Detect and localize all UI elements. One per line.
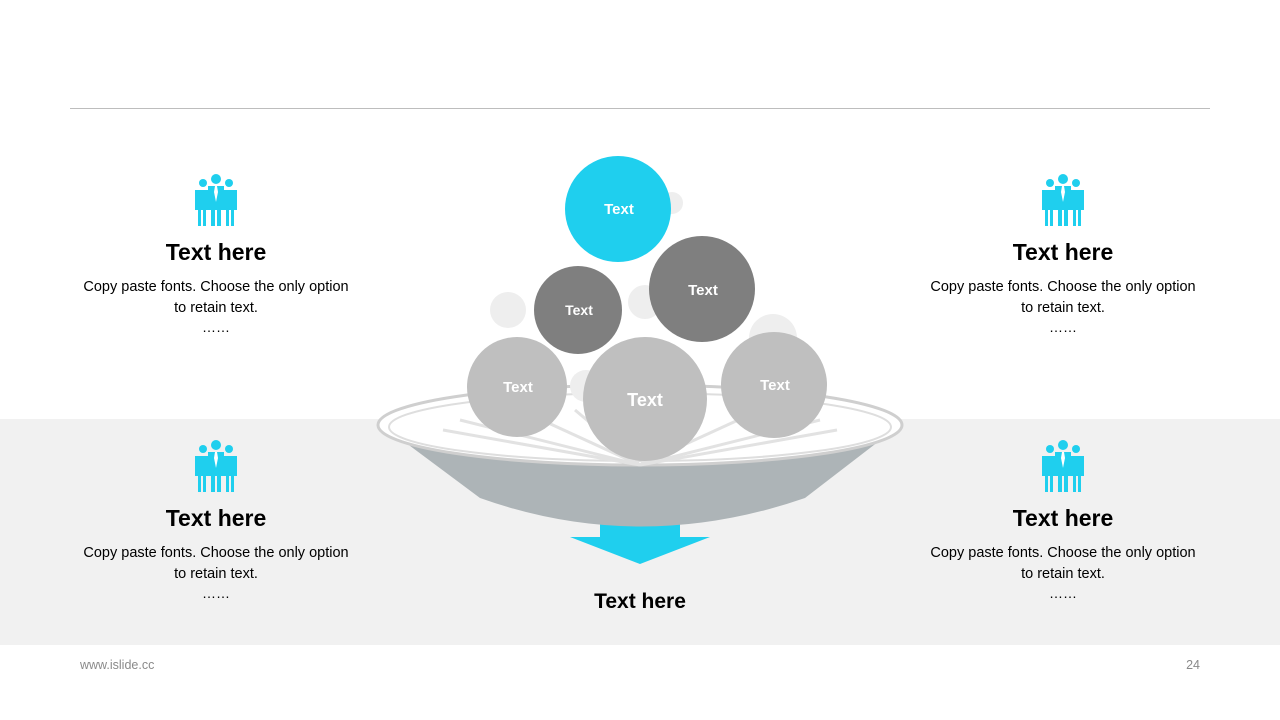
header-divider <box>70 108 1210 109</box>
info-block-bottom-right: Text here Copy paste fonts. Choose the o… <box>923 440 1203 601</box>
circle-low-left <box>467 337 567 437</box>
circle-mid-right <box>649 236 755 342</box>
block-title: Text here <box>1012 505 1114 531</box>
circle-label: Text <box>503 379 533 396</box>
info-block-top-left: Text here Copy paste fonts. Choose the o… <box>76 174 356 335</box>
block-description: Copy paste fonts. Choose the only option… <box>83 279 349 316</box>
block-description: Copy paste fonts. Choose the only option… <box>83 545 349 582</box>
circle-top <box>565 156 671 262</box>
block-ellipsis: …… <box>1049 319 1077 335</box>
funnel-output-title: Text here <box>594 590 686 613</box>
circle-label: Text <box>604 201 634 218</box>
block-title: Text here <box>1012 239 1114 265</box>
block-title: Text here <box>165 505 267 531</box>
footer-url: www.islide.cc <box>80 658 155 672</box>
circle-label: Text <box>627 390 663 410</box>
block-title: Text here <box>165 239 267 265</box>
info-block-bottom-left: Text here Copy paste fonts. Choose the o… <box>76 440 356 601</box>
circle-mid-left <box>534 266 622 354</box>
circle-low-right <box>721 332 827 438</box>
page-number: 24 <box>1186 658 1200 672</box>
info-block-top-right: Text here Copy paste fonts. Choose the o… <box>923 174 1203 335</box>
circle-label: Text <box>760 377 790 394</box>
block-ellipsis: …… <box>202 319 230 335</box>
circle-label: Text <box>688 282 718 299</box>
circle-label: Text <box>565 302 593 318</box>
block-description: Copy paste fonts. Choose the only option… <box>930 545 1196 582</box>
block-ellipsis: …… <box>1049 585 1077 601</box>
block-ellipsis: …… <box>202 585 230 601</box>
block-description: Copy paste fonts. Choose the only option… <box>930 279 1196 316</box>
circle-center <box>583 337 707 461</box>
down-arrow <box>570 520 710 564</box>
